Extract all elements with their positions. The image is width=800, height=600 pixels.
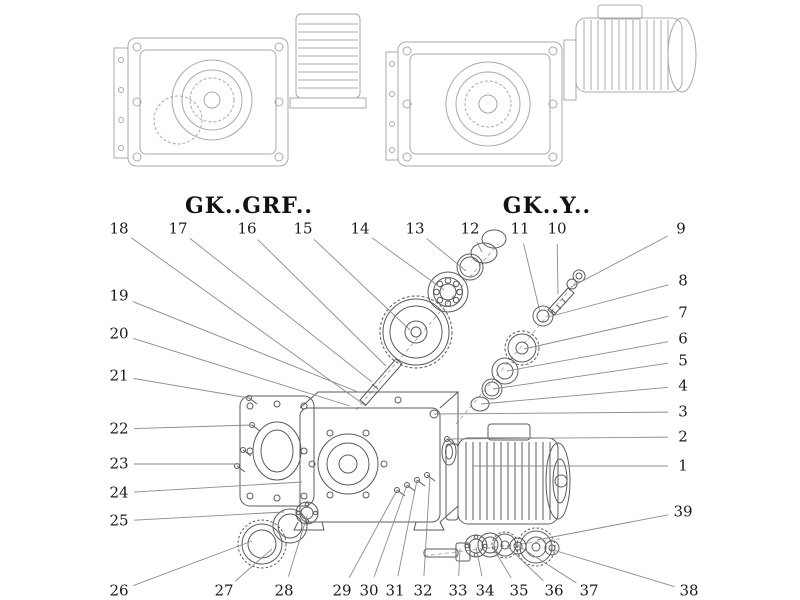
leader-line-34 (475, 546, 483, 577)
callout-16: 16 (237, 219, 257, 238)
leader-line-24 (133, 481, 303, 493)
leader-line-17 (189, 237, 373, 383)
callout-32: 32 (413, 581, 433, 600)
output-shaft-assembly (423, 527, 560, 567)
leader-line-9 (570, 235, 668, 288)
callout-3: 3 (678, 402, 688, 421)
callout-2: 2 (678, 427, 688, 446)
leader-line-5 (492, 362, 669, 390)
callout-39: 39 (673, 502, 693, 521)
leader-line-29 (348, 489, 398, 579)
leader-line-27 (234, 548, 273, 582)
motor (444, 423, 571, 525)
mounting-flange (239, 395, 315, 507)
callout-37: 37 (579, 581, 599, 600)
leader-line-31 (397, 479, 418, 577)
callout-19: 19 (109, 286, 129, 305)
leader-line-2 (446, 436, 669, 440)
callout-13: 13 (405, 219, 425, 238)
callout-11: 11 (510, 219, 530, 238)
leader-line-26 (132, 540, 253, 587)
callout-17: 17 (168, 219, 188, 238)
leader-line-10 (556, 243, 559, 295)
main-gear-shaft-assembly (359, 229, 507, 406)
leader-line-15 (313, 238, 411, 331)
callout-4: 4 (678, 376, 688, 395)
leader-line-8 (547, 284, 669, 318)
leader-line-38 (549, 548, 675, 588)
leader-line-12 (476, 242, 483, 253)
callout-12: 12 (460, 219, 480, 238)
callout-38: 38 (679, 581, 699, 600)
leader-line-22 (133, 424, 253, 429)
callout-34: 34 (475, 581, 495, 600)
callout-9: 9 (676, 219, 686, 238)
leader-line-37 (519, 546, 577, 584)
callout-33: 33 (448, 581, 468, 600)
leader-line-3 (433, 411, 669, 415)
leader-line-39 (536, 514, 669, 541)
motor-mount-screws (394, 472, 436, 497)
callout-30: 30 (359, 581, 379, 600)
leader-line-19 (132, 301, 359, 393)
leader-line-11 (523, 243, 541, 313)
callout-6: 6 (678, 329, 688, 348)
leader-line-6 (506, 341, 669, 372)
leader-line-25 (133, 511, 285, 521)
variant-label-grf: GK..GRF.. (184, 193, 314, 219)
leader-line-28 (287, 515, 308, 577)
leader-line-7 (523, 315, 669, 350)
variant-label-y: GK..Y.. (502, 193, 592, 219)
callout-1: 1 (678, 456, 688, 475)
callout-21: 21 (109, 366, 129, 385)
leader-line-18 (130, 237, 367, 407)
callout-7: 7 (678, 303, 688, 322)
callout-24: 24 (109, 483, 129, 502)
callout-14: 14 (350, 219, 370, 238)
callout-22: 22 (109, 419, 129, 438)
callout-31: 31 (385, 581, 405, 600)
callout-36: 36 (544, 581, 564, 600)
leader-line-16 (257, 239, 387, 367)
callout-25: 25 (109, 511, 129, 530)
callout-18: 18 (109, 219, 129, 238)
leader-line-36 (506, 545, 544, 581)
leader-line-21 (133, 378, 250, 399)
leader-line-33 (458, 548, 461, 577)
leader-line-14 (371, 237, 445, 291)
callout-28: 28 (274, 581, 294, 600)
leader-line-32 (423, 475, 431, 577)
callout-26: 26 (109, 581, 129, 600)
leader-line-13 (426, 238, 467, 272)
callout-27: 27 (214, 581, 234, 600)
callout-10: 10 (547, 219, 567, 238)
gearbox-grf-illustration (113, 13, 367, 167)
callout-35: 35 (509, 581, 529, 600)
output-cover-rings (237, 501, 319, 569)
callout-29: 29 (332, 581, 352, 600)
callout-15: 15 (293, 219, 313, 238)
gearbox-y-illustration (385, 4, 697, 167)
input-pinion-assembly (429, 269, 586, 419)
callout-8: 8 (678, 271, 688, 290)
callout-20: 20 (109, 324, 129, 343)
leader-line-35 (491, 545, 512, 579)
leader-line-30 (373, 484, 408, 578)
callout-5: 5 (678, 351, 688, 370)
callout-23: 23 (109, 454, 129, 473)
axis-dashed-lines (355, 243, 577, 557)
exploded-view (234, 229, 586, 569)
leader-line-4 (480, 386, 669, 405)
leader-line-20 (133, 338, 351, 407)
